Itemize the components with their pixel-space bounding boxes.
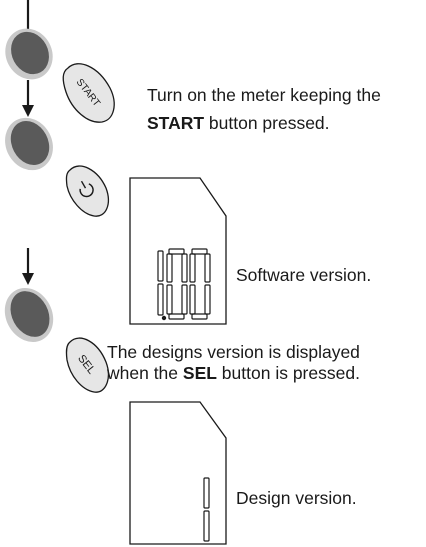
finger-icon — [5, 28, 53, 80]
step1-line2: button pressed. — [204, 113, 330, 133]
software-version-caption: Software version. — [236, 265, 372, 285]
step1-text: Turn on the meter keeping the START butt… — [147, 84, 422, 135]
lcd-display-software — [129, 177, 227, 325]
step3-prefix: when the — [107, 363, 183, 383]
sel-button-label: SEL — [182, 363, 217, 383]
lcd-display-design — [129, 401, 227, 545]
step3-text: The designs version is displayed when th… — [107, 342, 425, 384]
step1-line1: Turn on the meter keeping the — [147, 85, 381, 105]
press-arrow-icon-3 — [22, 248, 34, 285]
press-arrow-icon-2 — [22, 80, 34, 117]
finger-icon-3 — [4, 288, 54, 342]
design-version-caption: Design version. — [236, 488, 357, 508]
step3-suffix: button is pressed. — [216, 363, 360, 383]
power-key-icon — [65, 165, 109, 217]
sel-key-icon: SEL — [65, 337, 109, 393]
step3-line1: The designs version is displayed — [107, 342, 360, 362]
start-key-icon: START — [62, 63, 115, 123]
start-button-label: START — [147, 113, 205, 133]
finger-icon-2 — [5, 117, 53, 171]
power-icon — [79, 180, 94, 198]
